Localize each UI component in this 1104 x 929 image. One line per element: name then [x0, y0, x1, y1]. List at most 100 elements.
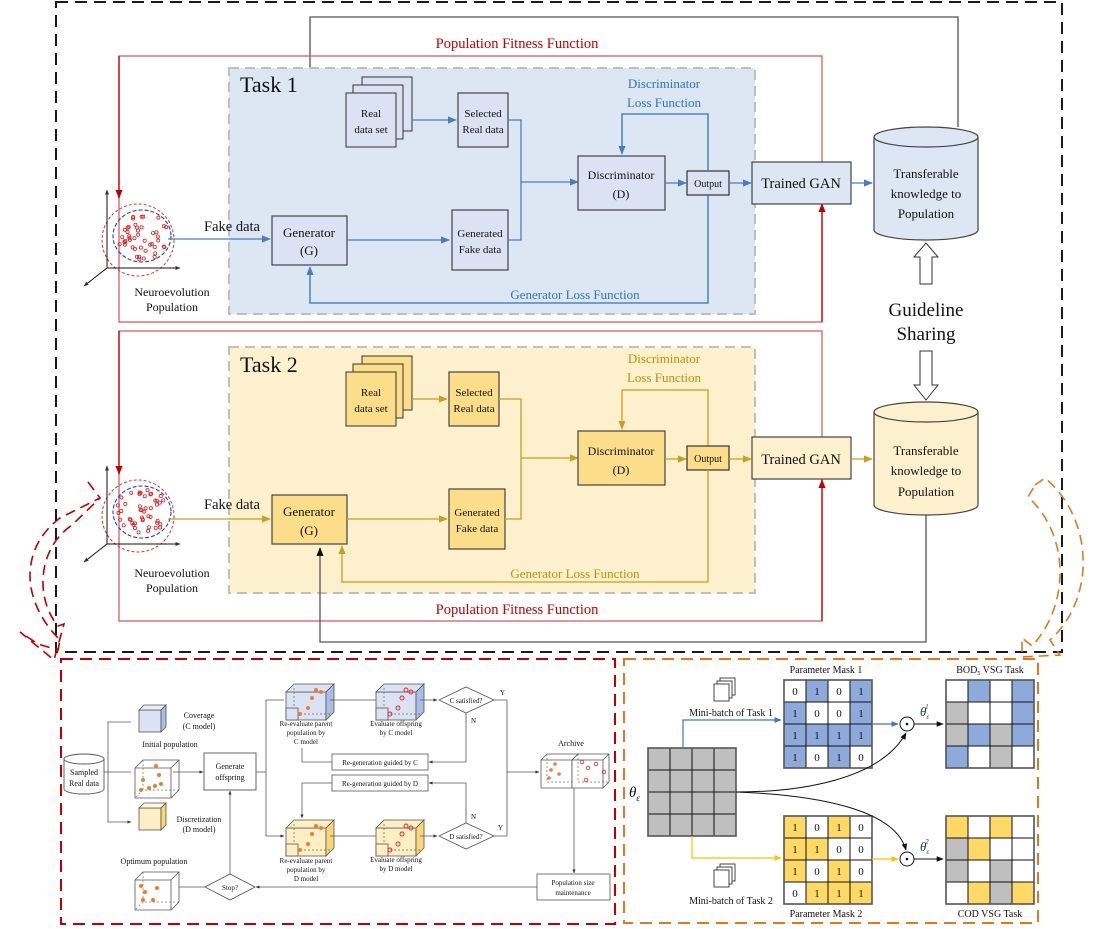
- grid-cell: [713, 791, 737, 815]
- eval-d-cube: [375, 819, 425, 857]
- task1-fitness-label: Population Fitness Function: [436, 36, 599, 52]
- solution-dot: [395, 841, 401, 847]
- population-individual: [132, 526, 137, 531]
- cube-side: [415, 819, 425, 857]
- mask-cell-value: 0: [836, 686, 842, 698]
- population-individual: [141, 214, 146, 219]
- mask-cell-value: 0: [814, 866, 820, 878]
- population-individual: [128, 237, 133, 242]
- coverage-cube: [138, 704, 167, 733]
- generate-branch-lines: [256, 699, 284, 836]
- task1-knowledge-label-3: Population: [898, 206, 955, 221]
- inner-cube: [285, 843, 299, 857]
- mask-cell-value: 0: [814, 752, 820, 764]
- task1-discriminator-box: [577, 155, 666, 211]
- mask-cell-value: 0: [858, 844, 864, 856]
- right-curved-flow-arrow: [1021, 476, 1084, 658]
- archive-cube: [571, 753, 610, 789]
- mask-cell-value: 1: [858, 730, 864, 742]
- solution-dot: [583, 777, 589, 783]
- population-individual: [153, 251, 158, 256]
- population-individual: [137, 504, 142, 509]
- cube-outline: [134, 871, 180, 911]
- population-individual: [131, 216, 136, 221]
- population-individual: [164, 225, 169, 230]
- mask-cell-value: 0: [792, 888, 798, 900]
- task1-gen-loss-label: Generator Loss Function: [510, 287, 640, 302]
- population-individual: [148, 506, 153, 511]
- population-individual: [162, 245, 167, 250]
- population-individual: [161, 224, 166, 229]
- population-individual: [154, 520, 159, 525]
- population-individual: [122, 242, 127, 247]
- task1-selected-box: [457, 92, 509, 148]
- task1-generated-label-2: Fake data: [459, 244, 502, 256]
- task2-trained-gan-box: [751, 436, 852, 480]
- sampled-label-1: Sampled: [70, 768, 98, 777]
- c-no-label: N: [471, 717, 476, 725]
- population-individual: [116, 510, 121, 515]
- population-individual: [146, 514, 151, 519]
- regen-c-back-line: [301, 748, 332, 763]
- theta1-label: θε1: [920, 703, 929, 721]
- minibatch2-label: Mini-batch of Task 2: [689, 896, 773, 907]
- mask-cell-value: 1: [858, 888, 864, 900]
- stop-diamond: [204, 873, 256, 901]
- task1-disc-loss-label-1: Discriminator: [628, 76, 701, 91]
- task1-output-label: Output: [694, 179, 722, 190]
- population-individual: [154, 230, 159, 235]
- solution-dot: [399, 831, 405, 837]
- task1-generated-box: [451, 209, 509, 271]
- solution-dot: [403, 823, 409, 829]
- grid-cell: [945, 745, 969, 769]
- task2-selected-label-2: Real data: [453, 403, 494, 415]
- generate-offspring-label-2: offspring: [215, 773, 244, 782]
- grid-cell: [967, 723, 991, 747]
- theta-to-odot1-curve: [735, 732, 907, 793]
- population-individual: [155, 234, 160, 239]
- population-individual: [130, 521, 135, 526]
- theta-to-mask1-line: [682, 717, 782, 748]
- task2-fitness-label: Population Fitness Function: [436, 602, 599, 618]
- reeval-d-label-2: population by: [287, 866, 326, 874]
- population-individual: [148, 242, 153, 247]
- grid-cell: [945, 815, 969, 839]
- reeval-d-label-3: D model: [294, 875, 318, 883]
- grid-cell: [669, 769, 693, 793]
- grid-cell: [647, 769, 671, 793]
- discretization-cube: [138, 802, 167, 831]
- population-individual: [156, 238, 161, 243]
- cube-side: [325, 819, 335, 857]
- population-individual: [125, 229, 130, 234]
- solution-dot: [601, 769, 607, 775]
- cube-outline: [134, 759, 180, 799]
- mask-cell-value: 1: [858, 708, 864, 720]
- solution-dot: [553, 762, 557, 766]
- population-individual: [154, 502, 159, 507]
- theta-label: θε: [629, 785, 640, 803]
- grid-cell: [967, 701, 991, 725]
- population-individual: [137, 490, 142, 495]
- mask-cell-value: 1: [814, 686, 820, 698]
- solution-dot: [147, 786, 151, 790]
- mask-cell-value: 1: [836, 888, 842, 900]
- population-individual: [129, 490, 134, 495]
- mask-cell-value: 1: [836, 822, 842, 834]
- task1-real-data-set-stack: [345, 76, 413, 148]
- population-individual: [132, 246, 137, 251]
- mask-cell-value: 1: [858, 686, 864, 698]
- solution-dot: [387, 711, 393, 717]
- outer-frame: [55, 1, 1063, 653]
- eval-d-label-1: Evaluate offspring: [370, 856, 422, 864]
- population-individual: [142, 238, 147, 243]
- task1-population-label-1: Neuroevolution: [134, 285, 209, 299]
- grid-cell: [989, 881, 1013, 905]
- solution-dot: [547, 776, 551, 780]
- grid-cell: [945, 859, 969, 883]
- task2-section: Population Fitness Function Task 2 Neuro…: [83, 330, 979, 643]
- grid-border: [945, 815, 1035, 905]
- archive-label: Archive: [558, 739, 584, 748]
- task2-real-data-label-1: Real: [361, 387, 381, 399]
- grid-cell: [691, 747, 715, 771]
- population-individual: [128, 517, 133, 522]
